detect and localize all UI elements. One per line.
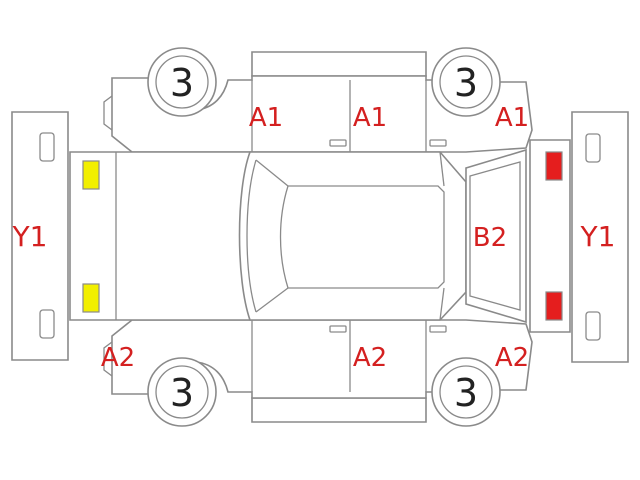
left-front-door-code: A1 bbox=[353, 103, 387, 133]
left-front-fender-code: A1 bbox=[249, 103, 283, 133]
front-bumper-code: Y1 bbox=[12, 220, 48, 253]
tail-panel[interactable] bbox=[529, 139, 571, 333]
rear-bumper[interactable] bbox=[571, 111, 629, 363]
right-rear-quarter-code: A2 bbox=[495, 343, 529, 373]
wheel-front-right[interactable]: 3 bbox=[147, 357, 217, 427]
right-headlamp[interactable] bbox=[82, 283, 100, 313]
wheel-rear-right-grade: 3 bbox=[454, 371, 478, 415]
rear-window[interactable] bbox=[465, 148, 527, 324]
rear-bumper-code: Y1 bbox=[580, 220, 616, 253]
right-tail-lamp[interactable] bbox=[545, 291, 563, 321]
wheel-rear-left[interactable]: 3 bbox=[431, 47, 501, 117]
roof-panel-top[interactable] bbox=[251, 51, 427, 77]
roof-panel-bottom[interactable] bbox=[251, 397, 427, 423]
roof-center[interactable] bbox=[238, 151, 467, 321]
wheel-front-right-grade: 3 bbox=[170, 371, 194, 415]
front-bumper[interactable] bbox=[11, 111, 69, 361]
right-front-fender-code: A2 bbox=[101, 343, 135, 373]
left-headlamp[interactable] bbox=[82, 160, 100, 190]
wheel-front-left-grade: 3 bbox=[170, 61, 194, 105]
left-tail-lamp[interactable] bbox=[545, 151, 563, 181]
wheel-rear-right[interactable]: 3 bbox=[431, 357, 501, 427]
left-rear-quarter-code: A1 bbox=[495, 103, 529, 133]
wheel-rear-left-grade: 3 bbox=[454, 61, 478, 105]
rear-window-code: B2 bbox=[473, 223, 507, 253]
wheel-front-left[interactable]: 3 bbox=[147, 47, 217, 117]
right-front-door-code: A2 bbox=[353, 343, 387, 373]
